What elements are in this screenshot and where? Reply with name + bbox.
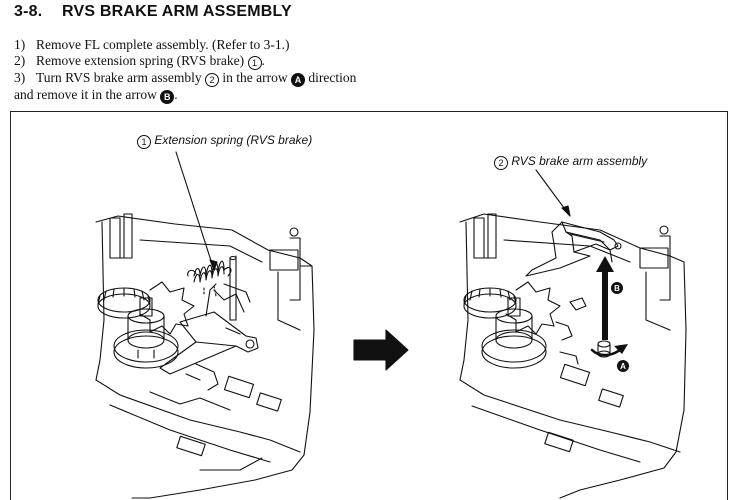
circled-number-marker: 1 xyxy=(247,55,262,70)
arrow-a-letter: A xyxy=(620,362,626,371)
step-text: . xyxy=(174,86,178,102)
arrow-marker-b: B xyxy=(160,89,175,104)
arrow-marker-a: A xyxy=(291,72,306,87)
step-text: direction xyxy=(308,69,357,85)
step-number: 1) xyxy=(14,37,26,52)
lift-arrow-b xyxy=(602,270,608,340)
rvs-brake-arm-lifted xyxy=(525,221,622,277)
step-number: 2) xyxy=(14,52,26,68)
transition-arrow xyxy=(353,329,409,371)
extension-spring-left xyxy=(187,260,232,283)
step-text: in the arrow xyxy=(222,69,288,85)
step-text: and remove it in the arrow xyxy=(14,86,157,102)
callout-extension-spring: 1 Extension spring (RVS brake) xyxy=(137,133,312,149)
step-text: Remove extension spring (RVS brake) xyxy=(36,52,245,68)
arrow-b-marker xyxy=(611,282,623,294)
callout-rvs-brake-arm: 2 RVS brake arm assembly xyxy=(494,154,647,170)
instruction-list: 1) Remove FL complete assembly. (Refer to… xyxy=(14,37,356,104)
step-text: . xyxy=(261,52,265,68)
circled-number-marker: 2 xyxy=(205,72,220,87)
circled-number-marker: 2 xyxy=(494,156,508,170)
callout-label: RVS brake arm assembly xyxy=(511,154,648,168)
section-heading: 3-8. RVS BRAKE ARM ASSEMBLY xyxy=(14,3,292,21)
step-number: 3) xyxy=(14,69,26,85)
mechanism-left-drawing xyxy=(95,213,315,499)
step-text: Remove FL complete assembly. (Refer to 3… xyxy=(36,37,290,52)
section-title: RVS BRAKE ARM ASSEMBLY xyxy=(62,3,292,20)
step-text: Turn RVS brake arm assembly xyxy=(36,69,202,85)
list-item: 1) Remove FL complete assembly. (Refer to… xyxy=(14,37,356,53)
mechanism-right-drawing xyxy=(459,213,687,499)
circled-number-marker: 1 xyxy=(137,135,151,149)
arrow-a-marker xyxy=(617,360,629,372)
list-item: 3) Turn RVS brake arm assembly 2 in the a… xyxy=(14,70,356,87)
reel-gear-left xyxy=(97,287,151,319)
callout-label: Extension spring (RVS brake) xyxy=(154,133,313,147)
leader-line-spring xyxy=(175,151,215,271)
figure-frame xyxy=(10,111,728,500)
list-item-continuation: and remove it in the arrow B. xyxy=(14,87,356,104)
arrow-b-letter: B xyxy=(614,284,620,293)
section-number: 3-8. xyxy=(14,3,43,20)
rvs-brake-arm-left xyxy=(159,283,259,375)
list-item: 2) Remove extension spring (RVS brake) 1. xyxy=(14,53,356,70)
